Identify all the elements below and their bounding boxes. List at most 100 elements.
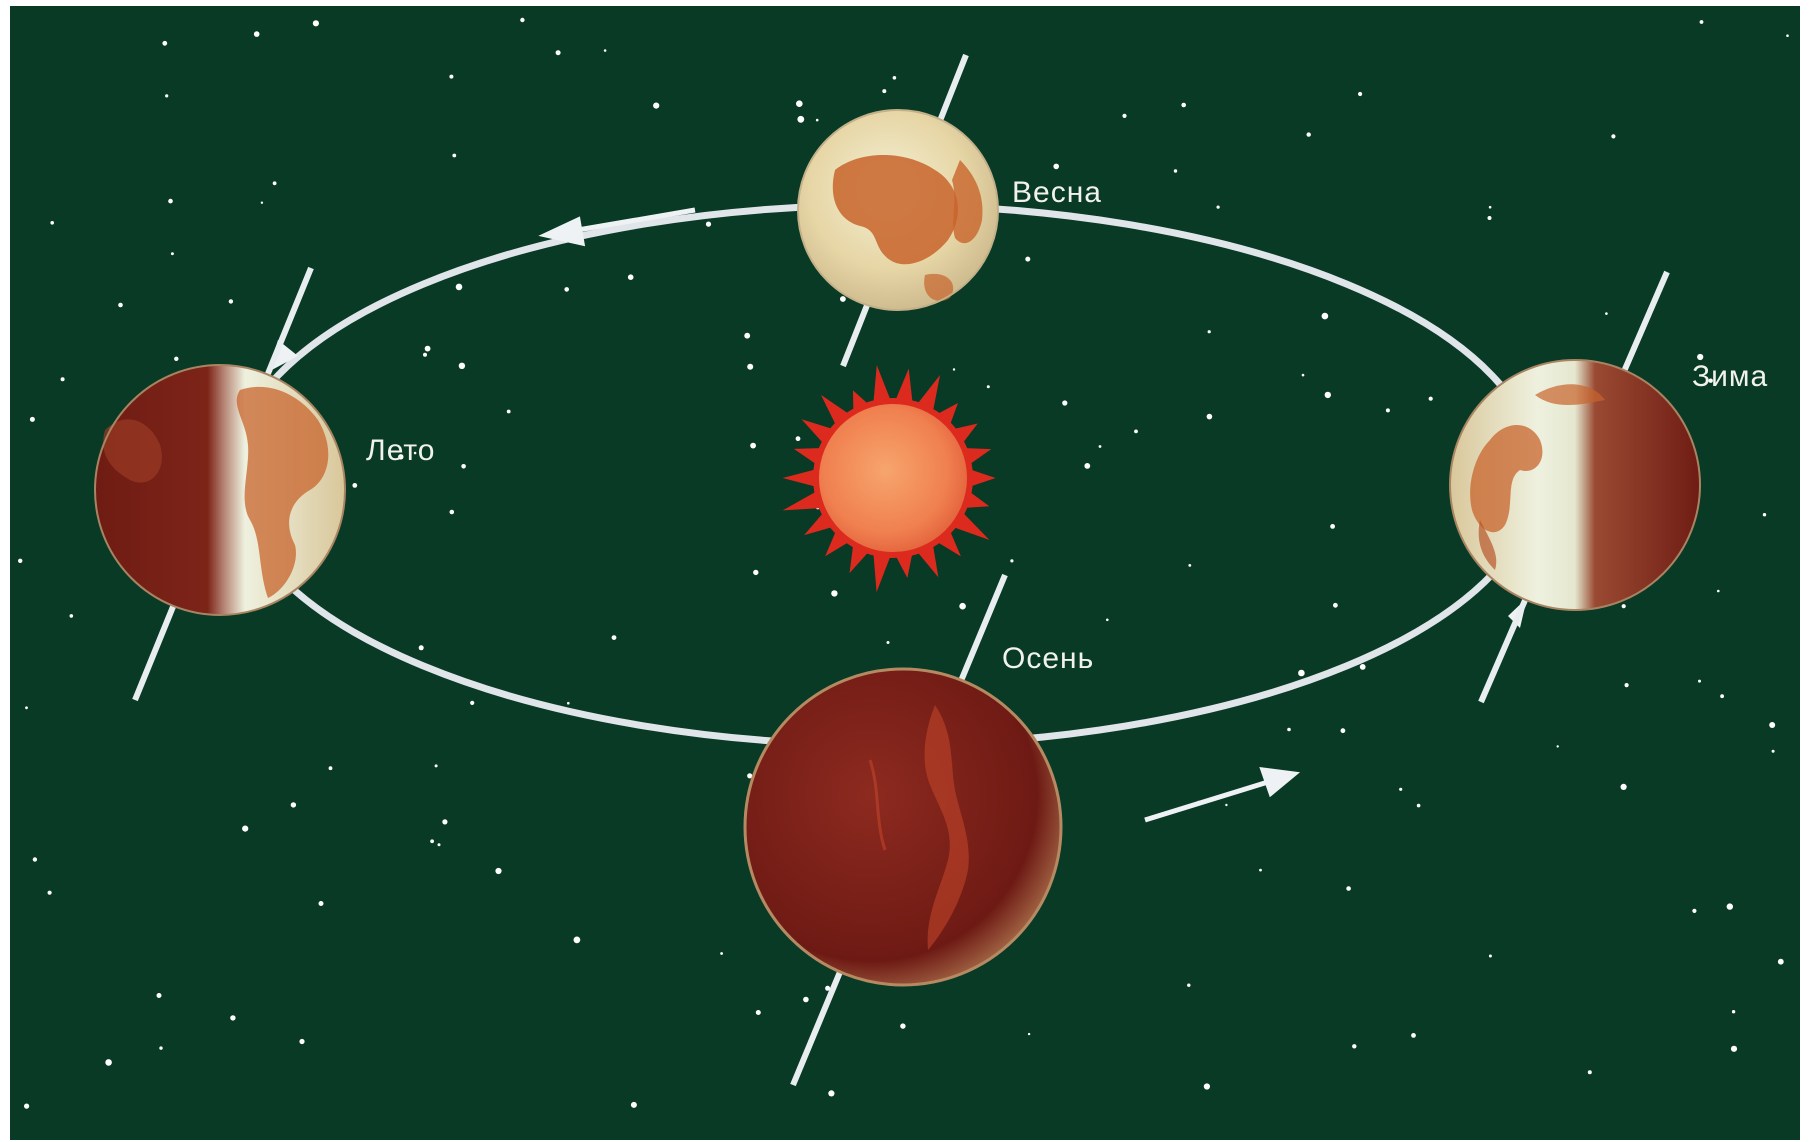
star [48, 891, 52, 895]
star [1358, 92, 1362, 96]
star [720, 952, 723, 955]
star [744, 333, 750, 339]
star [882, 89, 886, 93]
star [1727, 903, 1733, 909]
star [1207, 414, 1213, 420]
star [1028, 1033, 1030, 1035]
star [1429, 397, 1433, 401]
star [352, 483, 357, 488]
star [567, 702, 570, 705]
star [1621, 784, 1627, 790]
star [470, 701, 474, 705]
star [450, 510, 455, 515]
star [1360, 664, 1366, 670]
star [1732, 1010, 1735, 1013]
season-label-autumn: Осень [1002, 642, 1094, 675]
star [171, 252, 174, 255]
star [425, 346, 431, 352]
star [423, 353, 427, 357]
star [564, 287, 569, 292]
star [1588, 1070, 1592, 1074]
star [987, 385, 990, 388]
star [18, 559, 22, 563]
star [797, 116, 804, 123]
star [105, 1059, 112, 1066]
star [756, 1010, 761, 1015]
star [1346, 886, 1351, 891]
star [1352, 1044, 1356, 1048]
star [507, 410, 511, 414]
star [1611, 134, 1615, 138]
star [1489, 206, 1492, 209]
star [24, 1104, 29, 1109]
star [168, 199, 173, 204]
star [612, 635, 617, 640]
star [1099, 445, 1102, 448]
star [831, 590, 837, 596]
star [604, 49, 607, 52]
star [174, 357, 178, 361]
star [435, 764, 438, 767]
star [796, 436, 801, 441]
star [118, 303, 123, 308]
star [631, 1102, 637, 1108]
star [1333, 603, 1338, 608]
star [556, 50, 561, 55]
star [1287, 728, 1291, 732]
star [1786, 34, 1789, 37]
season-label-spring: Весна [1012, 176, 1102, 209]
star [461, 464, 466, 469]
star [419, 645, 424, 650]
star [1010, 559, 1013, 562]
star [313, 20, 319, 26]
star [299, 1039, 304, 1044]
star [456, 284, 463, 291]
star [1084, 463, 1090, 469]
star [61, 377, 65, 381]
star [1488, 216, 1492, 220]
star [30, 417, 35, 422]
star [887, 641, 890, 644]
star [628, 274, 634, 280]
star [953, 368, 955, 370]
star [291, 802, 296, 807]
star [1259, 869, 1262, 872]
star [753, 570, 758, 575]
star [1417, 804, 1421, 808]
star [1772, 750, 1775, 753]
star [1489, 955, 1492, 958]
star [750, 443, 756, 449]
star [747, 364, 753, 370]
star [1625, 683, 1629, 687]
star [1106, 619, 1109, 622]
star [452, 154, 456, 158]
star [893, 76, 897, 80]
star [1700, 20, 1704, 24]
star [1322, 313, 1329, 320]
star [1720, 694, 1724, 698]
star [319, 901, 324, 906]
star [1399, 788, 1402, 791]
star [459, 363, 465, 369]
star [1204, 1083, 1210, 1089]
star [796, 100, 803, 107]
star [1698, 680, 1701, 683]
star [442, 819, 447, 824]
star [1386, 408, 1390, 412]
star [1174, 169, 1177, 172]
star [430, 839, 434, 843]
star [261, 202, 263, 204]
star [438, 843, 441, 846]
star [157, 993, 162, 998]
star [162, 41, 167, 46]
star [449, 75, 453, 79]
star [706, 222, 711, 227]
star [1325, 392, 1331, 398]
star [33, 857, 37, 861]
star [1557, 745, 1559, 747]
star [1062, 400, 1067, 405]
star [1025, 257, 1030, 262]
star [1605, 312, 1608, 315]
star [1692, 909, 1696, 913]
